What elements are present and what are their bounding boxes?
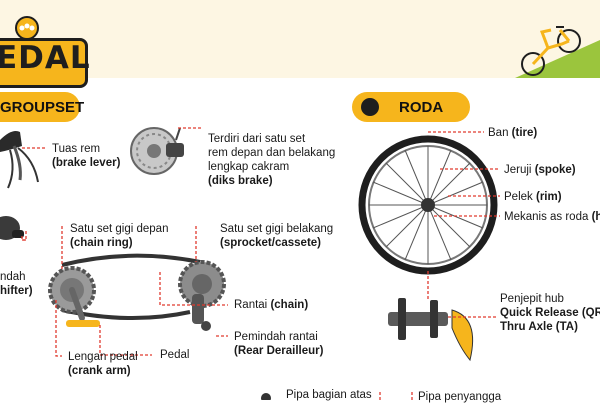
label-crank-arm: Lengan pedal (crank arm)	[68, 350, 138, 378]
label-ta-term: Thru Axle (TA)	[500, 321, 578, 333]
label-derailleur: Pemindah rantai (Rear Derailleur)	[234, 330, 323, 358]
section-heading-groupset: GROUPSET	[0, 92, 84, 122]
label-seat-tube: Pipa penyangga	[418, 390, 501, 404]
label-rim: Pelek (rim)	[504, 190, 562, 204]
section-heading-roda: RODA	[352, 92, 470, 122]
label-chain-ring-desc: Satu set gigi depan	[70, 223, 169, 235]
label-chain-ring: Satu set gigi depan (chain ring)	[70, 222, 168, 250]
label-sprocket: Satu set gigi belakang (sprocket/cassete…	[220, 222, 333, 250]
label-derailleur-term: (Rear Derailleur)	[234, 345, 324, 357]
label-chain-term: (chain)	[270, 299, 309, 311]
section-title-roda: RODA	[399, 99, 444, 116]
frame-icon	[261, 393, 271, 400]
label-hub-desc: Mekanis as roda	[504, 211, 589, 223]
pedal-logo	[0, 16, 88, 88]
label-spoke-desc: Jeruji	[504, 164, 532, 176]
logo-bulb-icon	[15, 16, 39, 40]
label-chain-ring-term: (chain ring)	[70, 237, 133, 249]
label-qr-abbr: (QR)	[581, 307, 600, 319]
logo-text: EDAL	[0, 40, 91, 76]
label-disc-brake: Terdiri dari satu set rem depan dan bela…	[208, 132, 335, 188]
label-hub: Mekanis as roda (hub	[504, 210, 600, 224]
label-qr-term: Quick Release	[500, 307, 579, 319]
label-brake-lever-term: (brake lever)	[52, 157, 121, 169]
disc-brake-icon	[130, 127, 184, 175]
mini-bicycle-icon	[521, 26, 581, 76]
label-brake-lever-desc: Tuas rem	[52, 143, 101, 155]
label-brake-lever: Tuas rem (brake lever)	[52, 142, 120, 170]
label-pedal: Pedal	[160, 348, 189, 362]
brake-lever-icon	[0, 131, 39, 189]
label-spoke: Jeruji (spoke)	[504, 163, 576, 177]
label-sprocket-desc: Satu set gigi belakang	[220, 223, 334, 235]
label-tire-term: (tire)	[511, 127, 538, 139]
label-hub-term: (hub	[591, 211, 600, 223]
label-chain: Rantai (chain)	[234, 298, 308, 312]
label-seat-tube-desc: Pipa penyangga	[418, 391, 502, 403]
shifter-icon	[0, 216, 24, 240]
section-title-groupset: GROUPSET	[0, 99, 85, 116]
label-crank-arm-desc: Lengan pedal	[68, 351, 138, 363]
label-derailleur-desc: Pemindah rantai	[234, 331, 318, 343]
label-shifter-term: hifter)	[0, 285, 33, 297]
label-shifter: ndah hifter)	[0, 270, 33, 298]
label-disc-brake-line1: Terdiri dari satu set	[208, 133, 306, 145]
leader-lines	[21, 127, 500, 400]
label-shifter-desc: ndah	[0, 271, 26, 283]
drivetrain-icon	[48, 253, 226, 331]
wheel-icon	[358, 135, 498, 275]
label-crank-arm-term: (crank arm)	[68, 365, 131, 377]
label-chain-desc: Rantai	[234, 299, 268, 311]
label-pedal-desc: Pedal	[160, 349, 190, 361]
roda-dot-icon	[361, 98, 379, 116]
label-top-tube: Pipa bagian atas	[286, 388, 372, 402]
label-sprocket-term: (sprocket/cassete)	[220, 237, 321, 249]
label-disc-brake-line2: rem depan dan belakang	[208, 147, 336, 159]
label-tire-desc: Ban	[488, 127, 509, 139]
label-qr-desc: Penjepit hub	[500, 293, 564, 305]
label-quick-release: Penjepit hub Quick Release (QR) a Thru A…	[500, 292, 600, 334]
label-disc-brake-term: (diks brake)	[208, 175, 273, 187]
hub-qr-icon	[388, 298, 474, 362]
label-top-tube-desc: Pipa bagian atas	[286, 389, 372, 401]
label-spoke-term: (spoke)	[534, 164, 576, 176]
label-disc-brake-line3: lengkap cakram	[208, 161, 290, 173]
header-band	[0, 0, 600, 78]
label-rim-desc: Pelek	[504, 191, 533, 203]
label-rim-term: (rim)	[535, 191, 562, 203]
label-tire: Ban (tire)	[488, 126, 537, 140]
